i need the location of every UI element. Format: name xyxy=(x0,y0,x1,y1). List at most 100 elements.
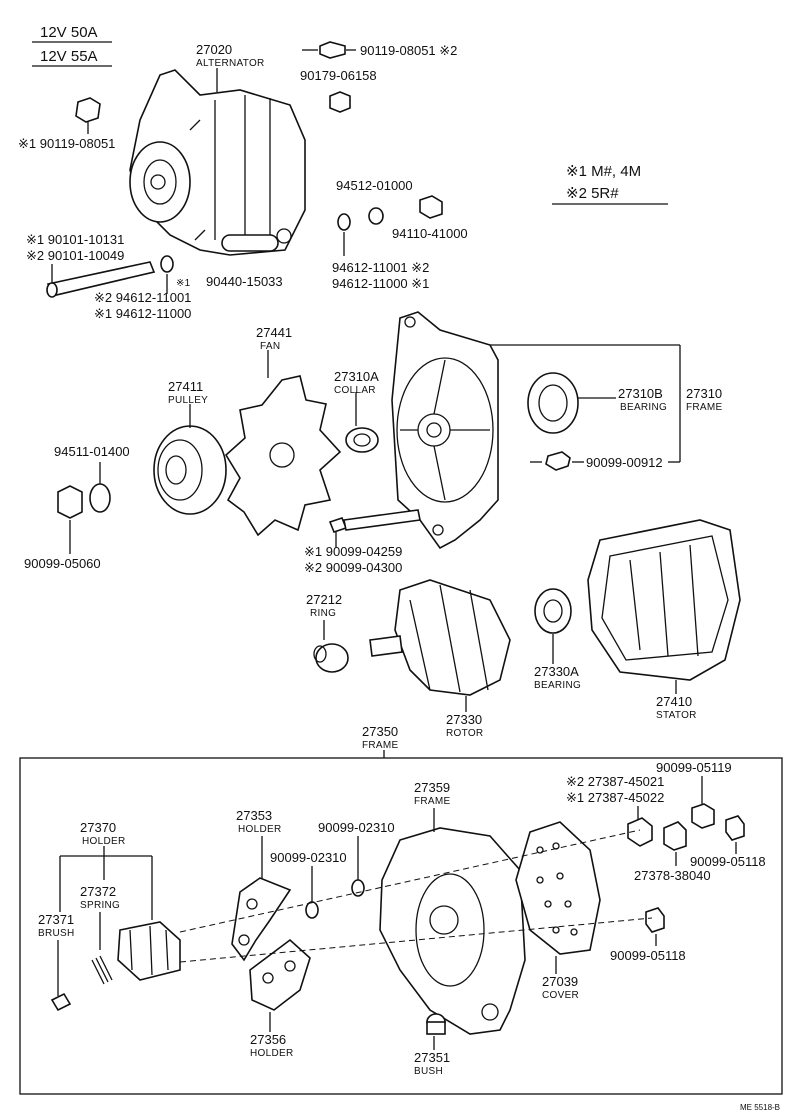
fan-drawing: 27441 FAN xyxy=(224,325,342,537)
spring-part-name: SPRING xyxy=(80,900,120,911)
rearframe-part-number: 27350 xyxy=(362,724,398,739)
bearing-drawing xyxy=(527,372,616,434)
long-bolt-1-label: ※1 90101-10131 xyxy=(26,232,124,247)
rear-frame-drawing: 27359 FRAME xyxy=(379,780,526,1035)
bearing-part-number: 27310B xyxy=(618,386,663,401)
alternator-part-name: ALTERNATOR xyxy=(196,58,265,69)
cover-part-number: 27039 xyxy=(542,974,578,989)
left-bolt-group: ※1 90119-08051 xyxy=(18,97,115,151)
assembly-guides xyxy=(179,829,653,963)
bolt-e-group: ※1 90099-04259 ※2 90099-04300 xyxy=(304,509,421,575)
washer-d-label: 94511-01400 xyxy=(54,444,130,459)
rotor-part-number: 27330 xyxy=(446,712,482,727)
holder2-part-number: 27353 xyxy=(236,808,272,823)
terminal-group: ※2 27387-45021 ※1 27387-45022 27378-3804… xyxy=(566,760,766,963)
nut-i-label: 90099-05118 xyxy=(610,948,686,963)
holder2-part-name: HOLDER xyxy=(238,824,281,835)
holder-part-number: 27370 xyxy=(80,820,116,835)
stator-drawing: 27410 STATOR xyxy=(587,519,741,721)
rotor-bearing-drawing: 27330A BEARING xyxy=(534,588,581,691)
washer-b1-label: 94612-11000 ※1 xyxy=(332,276,429,291)
bearing-part-name: BEARING xyxy=(620,402,667,413)
stator-part-name: STATOR xyxy=(656,710,697,721)
collar-drawing: 27310A COLLAR xyxy=(334,369,379,453)
collar-pin-label: 90440-15033 xyxy=(206,274,283,289)
ring-part-number: 27212 xyxy=(306,592,342,607)
ring-drawing: 27212 RING xyxy=(306,592,349,673)
note-1: ※1 M#, 4M xyxy=(566,163,641,180)
bolt-top-label: 90119-08051 ※2 xyxy=(360,43,457,58)
cover-part-name: COVER xyxy=(542,990,579,1001)
bearing2-part-name: BEARING xyxy=(534,680,581,691)
washer-c2-label: ※2 94612-11001 xyxy=(94,290,191,305)
bolt-e2-label: ※2 90099-04300 xyxy=(304,560,402,575)
frame-bracket: 27310B BEARING 27310 FRAME 90099-00912 xyxy=(490,344,723,471)
mark-small: ※1 xyxy=(176,278,191,289)
terminal2-label: ※2 27387-45021 xyxy=(566,774,664,789)
alternator-assembly-drawing xyxy=(129,69,306,256)
nut-a-label: 94110-41000 xyxy=(392,226,468,241)
fan-part-name: FAN xyxy=(260,341,280,352)
alternator-part-number: 27020 xyxy=(196,42,232,57)
nut-h-label: 90099-05118 xyxy=(690,854,766,869)
bush-part-number: 27351 xyxy=(414,1050,450,1065)
spec-box: 12V 50A 12V 55A xyxy=(32,24,112,67)
rearframe-part-name: FRAME xyxy=(362,740,399,751)
notes-legend: ※1 M#, 4M ※2 5R# xyxy=(552,163,668,205)
holder-group: 27370 HOLDER 27372 SPRING 27371 BRUSH xyxy=(38,820,181,1012)
pulley-part-name: PULLEY xyxy=(168,395,208,406)
frame2-part-name: FRAME xyxy=(414,796,451,807)
holder3-part-number: 27356 xyxy=(250,1032,286,1047)
washer-c1-label: ※1 94612-11000 xyxy=(94,306,191,321)
bush-drawing: 27351 BUSH xyxy=(414,1013,450,1077)
bush-part-name: BUSH xyxy=(414,1066,443,1077)
bearing2-part-number: 27330A xyxy=(534,664,579,679)
holder-part-name: HOLDER xyxy=(82,836,125,847)
cover-drawing: 27039 COVER xyxy=(515,821,601,1001)
rear-frame-header: 27350 FRAME xyxy=(19,724,783,1095)
holder2-group: 27353 HOLDER xyxy=(231,808,292,962)
stator-part-number: 27410 xyxy=(656,694,692,709)
spec-line-2: 12V 55A xyxy=(40,48,98,65)
pulley-drawing: 27411 PULLEY xyxy=(153,379,227,515)
washer-f2-label: 90099-02310 xyxy=(270,850,347,865)
frame-part-name: FRAME xyxy=(686,402,723,413)
nut-d-label: 90099-05060 xyxy=(24,556,101,571)
brush-part-number: 27371 xyxy=(38,912,74,927)
diagram-code: ME 5518-B xyxy=(740,1103,780,1112)
holder3-group: 27356 HOLDER xyxy=(249,938,311,1059)
note-2: ※2 5R# xyxy=(566,185,619,202)
spec-line-1: 12V 50A xyxy=(40,24,98,41)
long-bolt-group: ※1 90101-10131 ※2 90101-10049 ※2 94612-1… xyxy=(26,232,283,321)
washer-f-group: 90099-02310 90099-02310 xyxy=(270,820,395,919)
pulley-part-number: 27411 xyxy=(168,379,203,394)
collar-part-name: COLLAR xyxy=(334,385,376,396)
washer-nut-group-d: 94511-01400 90099-05060 xyxy=(24,444,130,571)
frame2-part-number: 27359 xyxy=(414,780,450,795)
rotor-drawing: 27330 ROTOR xyxy=(369,579,511,739)
holder3-part-name: HOLDER xyxy=(250,1048,293,1059)
washer-b2-label: 94612-11001 ※2 xyxy=(332,260,429,275)
frame-part-number: 27310 xyxy=(686,386,722,401)
brush-part-name: BRUSH xyxy=(38,928,75,939)
top-bolt-group: 90119-08051 ※2 90179-06158 xyxy=(300,41,457,113)
bolt-left-label: ※1 90119-08051 xyxy=(18,136,115,151)
nut-g-label: 90099-05119 xyxy=(656,760,732,775)
terminal1-label: ※1 27387-45022 xyxy=(566,790,664,805)
collar-part-number: 27310A xyxy=(334,369,379,384)
alternator-label: 27020 ALTERNATOR xyxy=(196,42,265,92)
nut-top-label: 90179-06158 xyxy=(300,68,377,83)
screw-frame-label: 90099-00912 xyxy=(586,455,663,470)
fan-part-number: 27441 xyxy=(256,325,292,340)
rear-frame-box xyxy=(19,757,783,1095)
spring-part-number: 27372 xyxy=(80,884,116,899)
washer-a-label: 94512-01000 xyxy=(336,178,413,193)
washer-f1-label: 90099-02310 xyxy=(318,820,395,835)
rotor-part-name: ROTOR xyxy=(446,728,483,739)
washer-nut-group-a: 94512-01000 94110-41000 94612-11001 ※2 9… xyxy=(332,178,468,291)
long-bolt-2-label: ※2 90101-10049 xyxy=(26,248,124,263)
ring-part-name: RING xyxy=(310,608,336,619)
front-frame-drawing xyxy=(391,311,499,550)
insulator-label: 27378-38040 xyxy=(634,868,711,883)
